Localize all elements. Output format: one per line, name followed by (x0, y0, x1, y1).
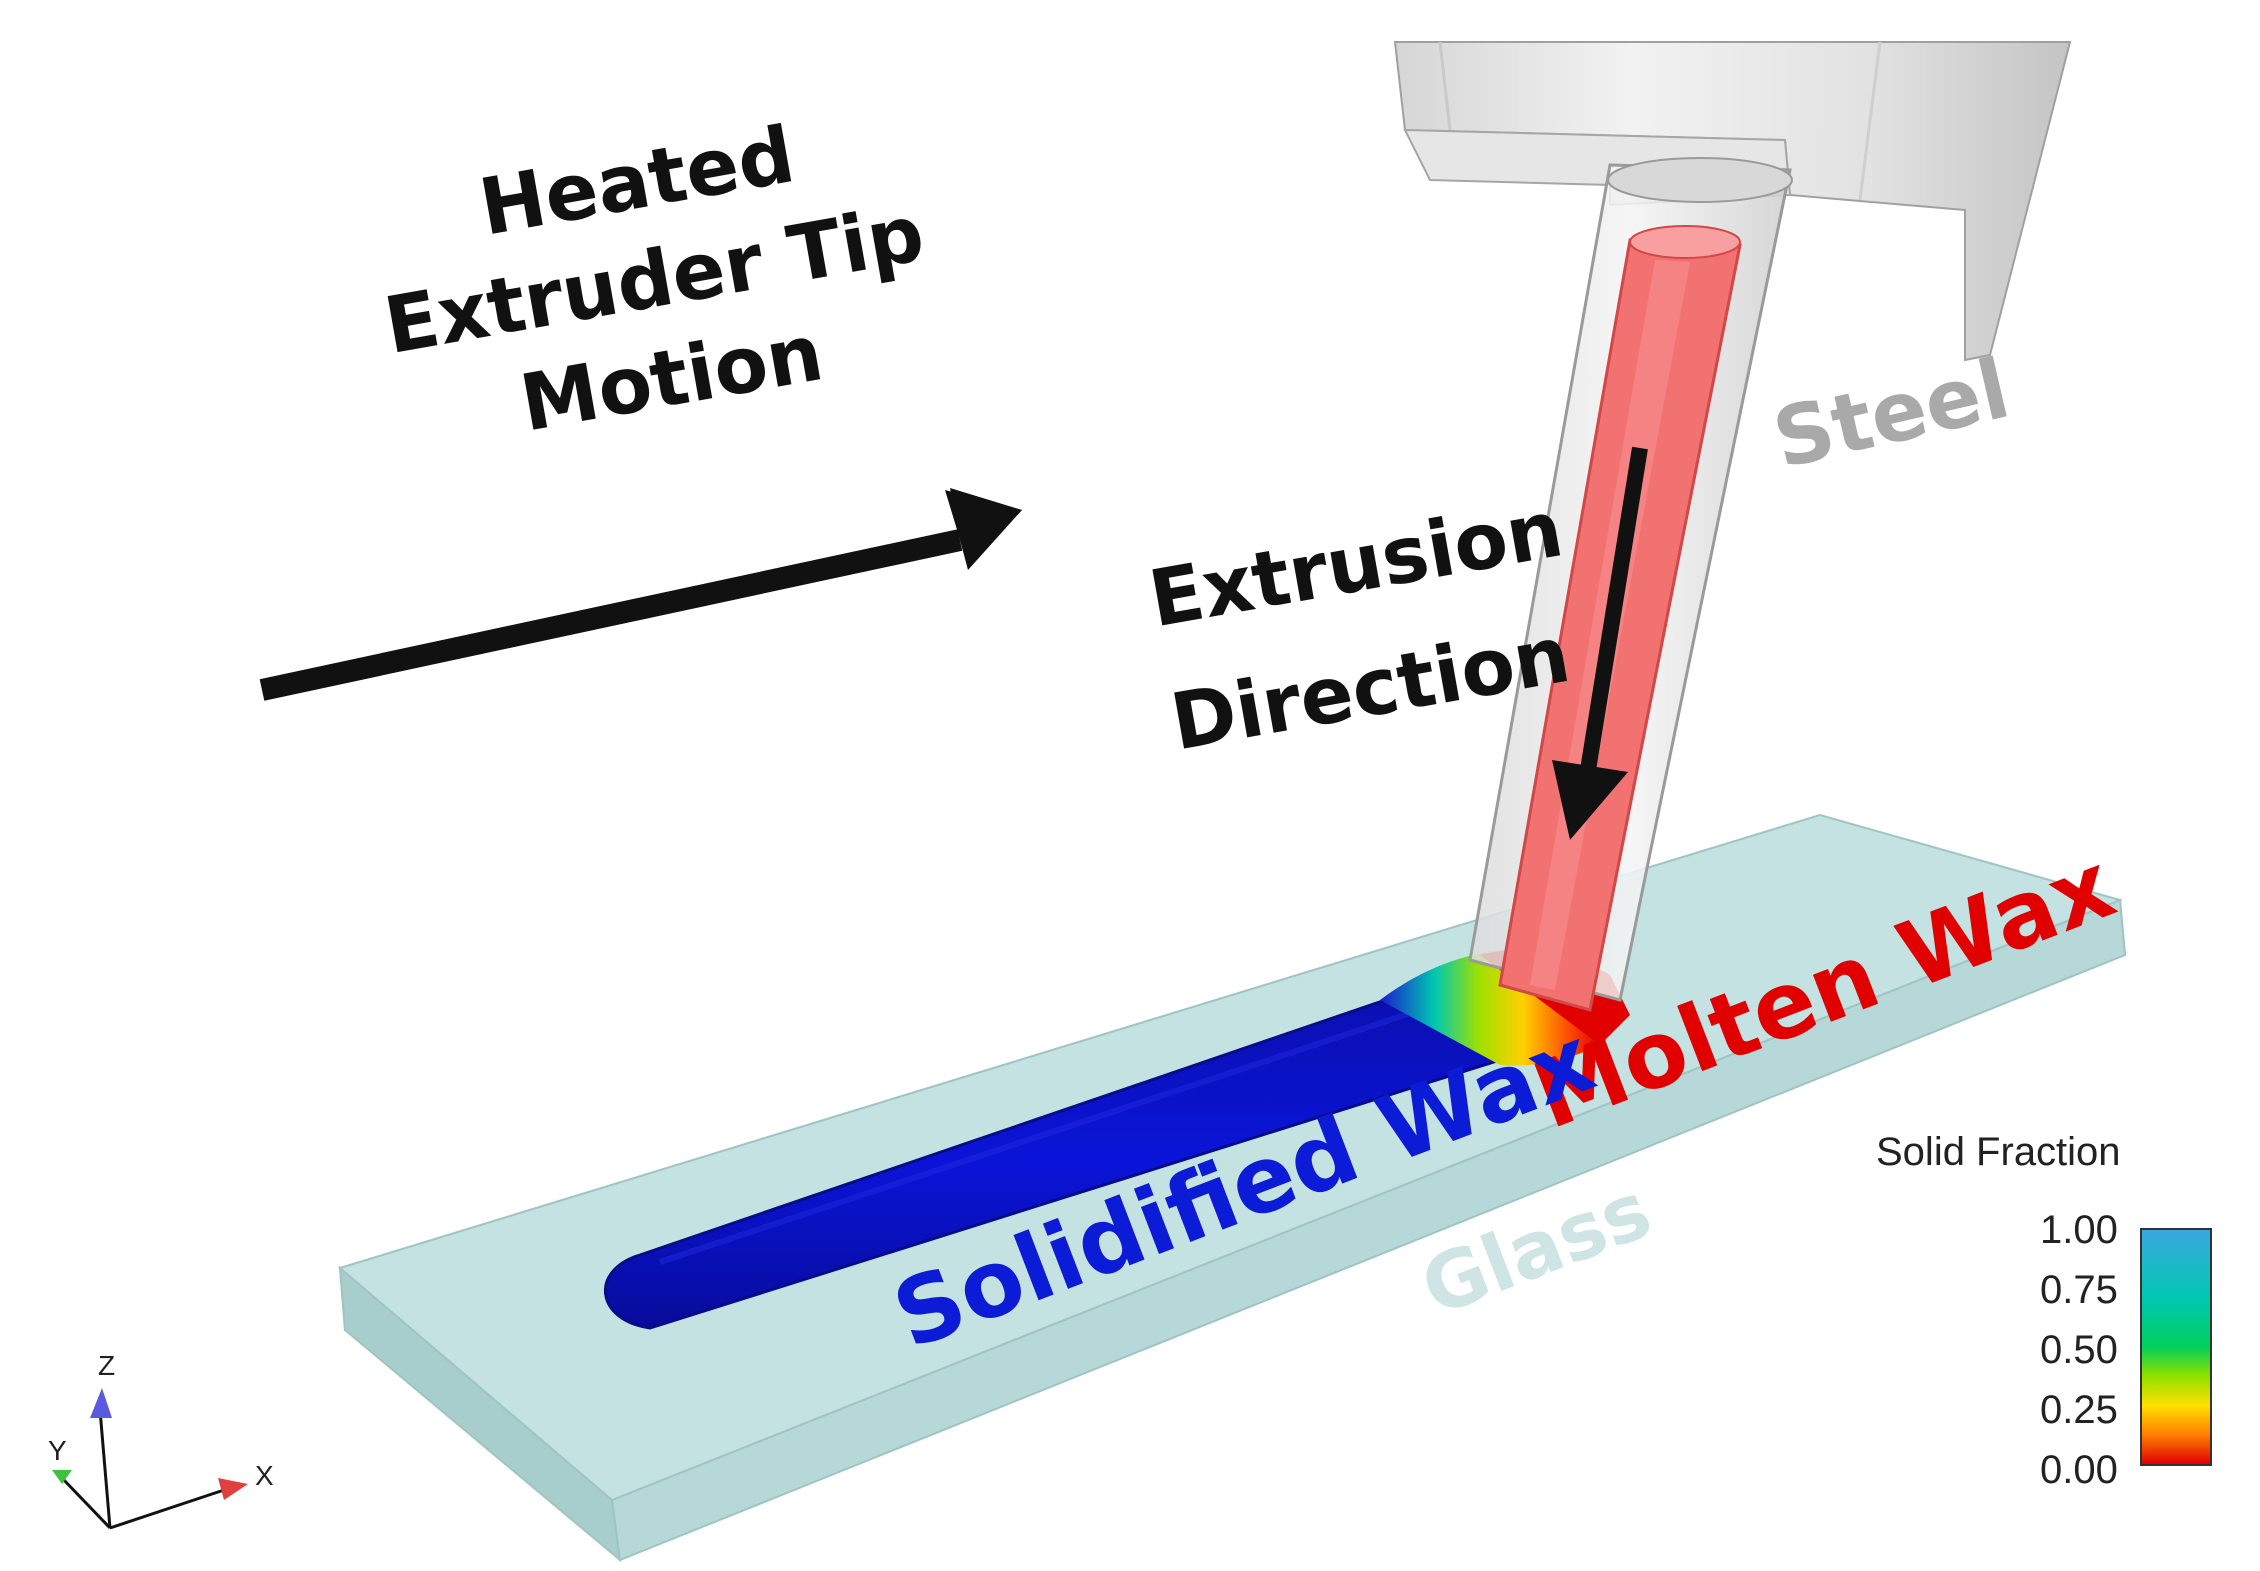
axis-z-label: Z (98, 1350, 116, 1381)
legend-tick: 0.50 (2040, 1328, 2118, 1372)
axis-x-label: X (255, 1460, 274, 1491)
axis-triad (52, 1388, 248, 1530)
solid-fraction-colorbar (2140, 1228, 2212, 1466)
extrusion-direction-arrow (1552, 446, 1648, 840)
motion-arrow (259, 488, 1022, 701)
legend-tick: 0.75 (2040, 1268, 2118, 1312)
legend-title: Solid Fraction (1876, 1130, 2121, 1174)
axis-y-label: Y (48, 1435, 67, 1466)
legend-tick: 0.25 (2040, 1388, 2118, 1432)
legend-tick: 1.00 (2040, 1208, 2118, 1252)
legend-tick: 0.00 (2040, 1448, 2118, 1492)
solidified-wax-bead (603, 993, 1504, 1330)
